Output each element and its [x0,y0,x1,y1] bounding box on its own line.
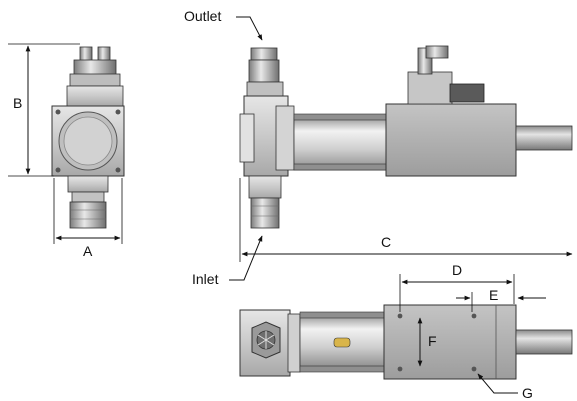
dimension-f: F [417,317,437,367]
label-e: E [489,287,498,303]
outlet-callout: Outlet [184,8,263,41]
side-view [239,45,573,229]
top-view [239,304,573,380]
label-c: C [381,234,391,250]
dimension-d: D [399,262,515,312]
label-b: B [13,95,22,111]
label-a: A [83,243,93,259]
dimension-b: B [8,43,80,177]
label-f: F [428,333,437,349]
dimension-c: C [239,178,573,262]
g-callout: G [477,373,533,401]
dimension-a: A [53,178,123,259]
end-view [51,46,125,229]
dimension-e: E [456,287,546,312]
label-d: D [452,262,462,278]
label-g: G [522,385,533,401]
inlet-callout: Inlet [192,235,263,287]
label-outlet: Outlet [184,8,221,24]
label-inlet: Inlet [192,271,219,287]
